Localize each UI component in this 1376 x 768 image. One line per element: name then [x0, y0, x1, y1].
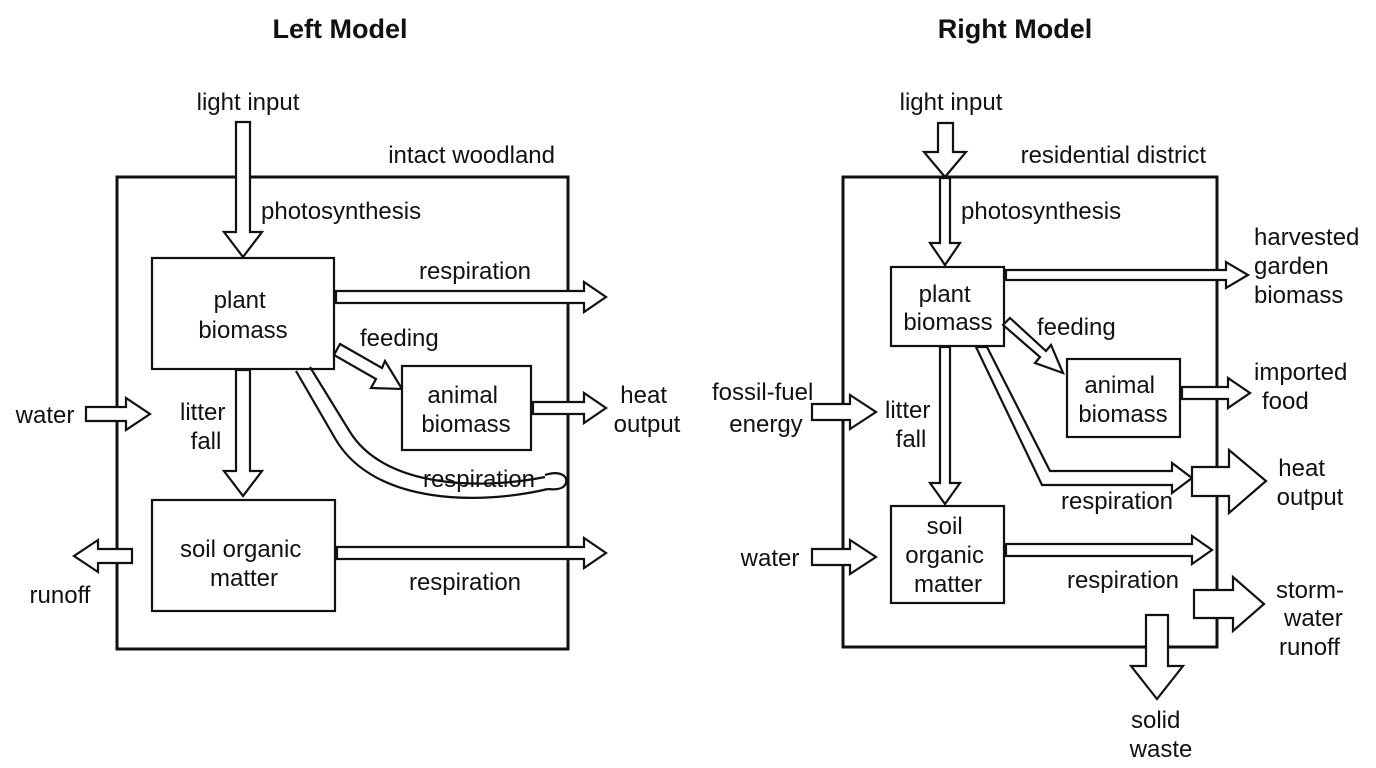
- right-soil-respiration-label: respiration: [1067, 567, 1179, 594]
- left-light-input-label: light input: [197, 89, 300, 116]
- left-model-title: Left Model: [273, 14, 408, 44]
- left-feeding-arrow: [332, 342, 404, 391]
- left-heat-output-label: heat output: [614, 382, 681, 438]
- right-model: Right Model residential district light i…: [712, 14, 1366, 763]
- right-plant-respiration-arrow: [974, 345, 1194, 496]
- left-curved-respiration-outer: [295, 370, 549, 499]
- left-curved-respiration-inner: [309, 366, 546, 485]
- right-photosynthesis-label: photosynthesis: [961, 198, 1121, 225]
- left-soil-organic-matter-label: soil organic matter: [180, 536, 308, 592]
- right-feeding-label: feeding: [1037, 314, 1116, 341]
- right-litter-fall-label: litter fall: [885, 397, 937, 453]
- left-plant-respiration-arrow: [334, 279, 608, 315]
- left-soil-respiration-arrow: [335, 535, 608, 571]
- left-curved-respiration-tip: [544, 472, 568, 491]
- right-imported-food-label: imported food: [1254, 359, 1354, 415]
- right-fossil-fuel-arrow: [810, 392, 879, 432]
- right-heat-output-arrow: [1190, 447, 1268, 516]
- right-light-input-label: light input: [900, 89, 1003, 116]
- right-system-label: residential district: [1021, 142, 1207, 169]
- left-runoff-label: runoff: [30, 582, 91, 609]
- right-soil-respiration-arrow: [1004, 533, 1214, 567]
- right-harvested-arrow: [1004, 260, 1251, 290]
- left-runoff-arrow: [72, 537, 134, 575]
- left-water-input-arrow: [84, 395, 152, 433]
- left-soil-respiration-label: respiration: [409, 569, 521, 596]
- right-heat-output-label: heat output: [1277, 455, 1344, 511]
- right-harvested-label: harvested garden biomass: [1254, 224, 1366, 309]
- left-photosynthesis-label: photosynthesis: [261, 198, 421, 225]
- right-animal-biomass-box: [1065, 357, 1182, 439]
- right-stormwater-runoff-label: storm- water runoff: [1276, 577, 1351, 661]
- right-solid-waste-label: solid waste: [1129, 707, 1193, 763]
- right-light-input-arrow: [921, 121, 969, 179]
- right-plant-respiration-label: respiration: [1061, 488, 1173, 515]
- right-photosynthesis-arrow: [927, 176, 963, 267]
- right-soil-organic-matter-label: soil organic matter: [905, 513, 990, 598]
- left-light-input-arrow: [221, 120, 265, 259]
- right-litter-fall-arrow: [927, 345, 963, 506]
- right-plant-biomass-label: plant biomass: [903, 281, 992, 336]
- left-animal-biomass-box: [400, 364, 533, 452]
- left-curved-respiration-label: respiration: [423, 466, 535, 493]
- right-model-title: Right Model: [938, 14, 1092, 44]
- right-soil-organic-matter-box: [889, 504, 1006, 605]
- left-system-label: intact woodland: [388, 142, 555, 169]
- left-animal-biomass-label: animal biomass: [421, 382, 510, 438]
- right-imported-food-arrow: [1180, 375, 1252, 411]
- right-animal-biomass-label: animal biomass: [1078, 372, 1167, 428]
- right-water-input-arrow: [810, 537, 879, 577]
- right-stormwater-runoff-arrow: [1192, 574, 1266, 634]
- left-litter-fall-label: litter fall: [180, 399, 232, 455]
- left-model: Left Model intact woodland light input p…: [15, 14, 681, 651]
- left-plant-biomass-label: plant biomass: [198, 287, 287, 344]
- right-water-label: water: [740, 545, 800, 572]
- right-feeding-arrow: [1001, 316, 1066, 375]
- left-heat-output-arrow: [531, 390, 608, 426]
- left-plant-respiration-label: respiration: [419, 258, 531, 285]
- left-soil-organic-matter-box: [150, 498, 337, 613]
- left-water-label: water: [15, 402, 75, 429]
- left-feeding-label: feeding: [360, 325, 439, 352]
- right-fossil-fuel-label: fossil-fuel energy: [712, 379, 820, 438]
- left-litter-fall-arrow: [221, 368, 265, 498]
- right-solid-waste-arrow: [1128, 613, 1186, 701]
